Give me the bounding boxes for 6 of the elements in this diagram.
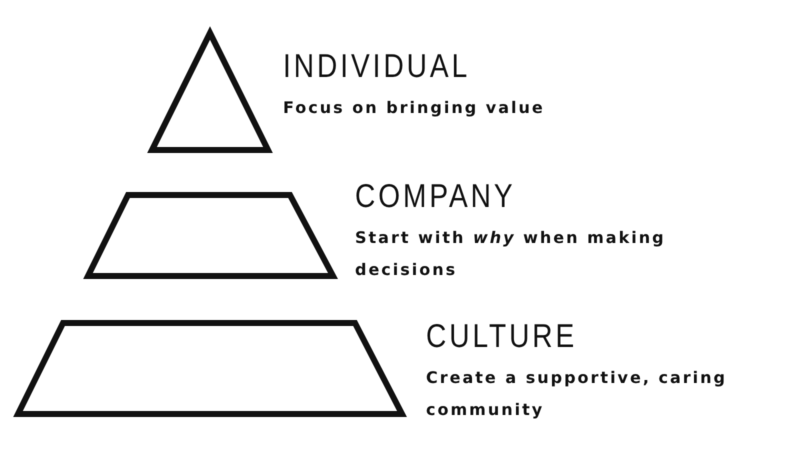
tier-description: Create a supportive, caring community: [426, 367, 728, 421]
tier-heading: COMPANY: [355, 178, 516, 214]
tier-heading: INDIVIDUAL: [283, 48, 470, 84]
tier-heading: CULTURE: [426, 318, 578, 354]
tier-description: Focus on bringing value: [283, 97, 546, 119]
tier-description: Start with why when making decisions: [355, 227, 667, 281]
